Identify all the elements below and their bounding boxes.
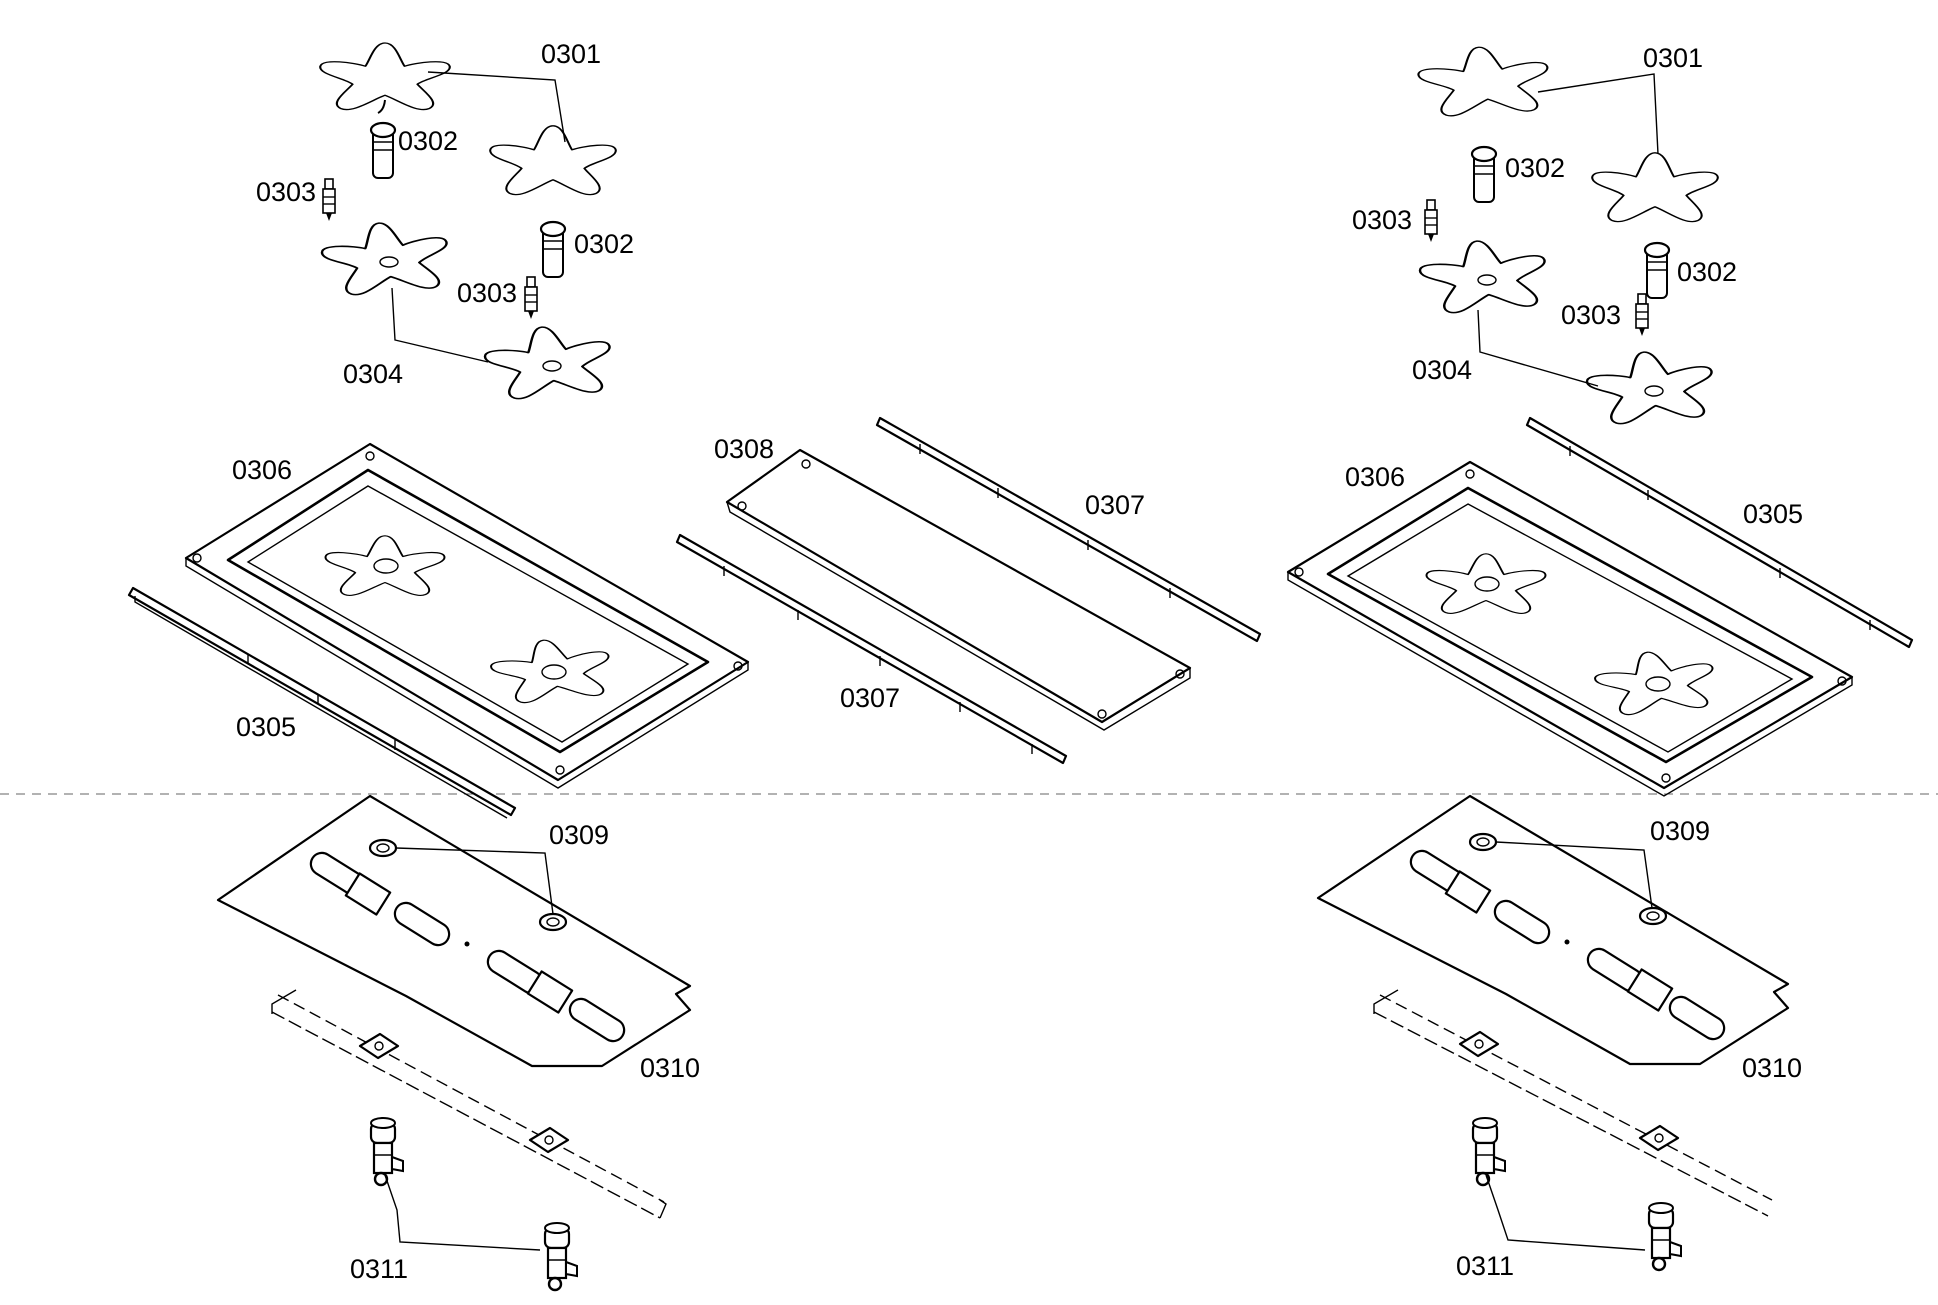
label-0309-right: 0309	[1650, 816, 1710, 846]
label-0303-left-1: 0303	[256, 177, 316, 207]
label-0302-right-2: 0302	[1677, 257, 1737, 287]
middle-assembly	[675, 416, 1262, 765]
label-0307-upper: 0307	[1085, 490, 1145, 520]
left-assembly	[127, 41, 750, 1292]
label-0304-right: 0304	[1412, 355, 1472, 385]
label-0303-right-1: 0303	[1352, 205, 1412, 235]
left-valve-2	[543, 1221, 579, 1292]
left-side-rail	[127, 586, 517, 819]
right-burner-tray	[1286, 460, 1854, 797]
right-injector-1	[1424, 199, 1438, 243]
right-sleeve-1	[1470, 145, 1498, 204]
right-mounting-plate	[1316, 794, 1790, 1066]
part-labels: 0301 0302 0303 0302 0303 0304 0306 0305 …	[232, 39, 1803, 1284]
right-burner-cap-1	[1413, 42, 1556, 119]
middle-rail-lower	[675, 533, 1068, 765]
right-valve-bracket	[1373, 989, 1773, 1217]
label-0306-right: 0306	[1345, 462, 1405, 492]
label-0303-left-2: 0303	[457, 278, 517, 308]
right-valve-1	[1471, 1116, 1507, 1187]
right-side-rail	[1525, 416, 1914, 649]
label-0308: 0308	[714, 434, 774, 464]
left-burner-cap-1	[319, 41, 451, 111]
left-burner-cap-2	[489, 124, 617, 196]
label-0304-left: 0304	[343, 359, 403, 389]
label-0306-left: 0306	[232, 455, 292, 485]
left-burner-tray	[184, 442, 750, 789]
left-grommet-1	[368, 838, 398, 858]
left-injector-1	[322, 178, 336, 222]
right-assembly	[1286, 42, 1914, 1272]
left-valve-1	[369, 1116, 405, 1187]
left-valve-bracket	[271, 989, 667, 1219]
label-0301-left: 0301	[541, 39, 601, 69]
label-0303-right-2: 0303	[1561, 300, 1621, 330]
left-sleeve-1	[369, 121, 397, 180]
middle-rail-upper	[875, 416, 1262, 643]
right-burner-cap-2	[1591, 151, 1719, 223]
label-0309-left: 0309	[549, 820, 609, 850]
label-0302-left-1: 0302	[398, 126, 458, 156]
right-valve-2	[1647, 1201, 1683, 1272]
label-0305-left: 0305	[236, 712, 296, 742]
right-sleeve-2	[1643, 241, 1671, 300]
middle-cover-panel	[725, 448, 1192, 731]
label-0301-right: 0301	[1643, 43, 1703, 73]
label-0310-right: 0310	[1742, 1053, 1802, 1083]
label-0310-left: 0310	[640, 1053, 700, 1083]
label-0302-right-1: 0302	[1505, 153, 1565, 183]
label-0302-left-2: 0302	[574, 229, 634, 259]
label-0311-left: 0311	[350, 1254, 408, 1284]
label-0307-lower: 0307	[840, 683, 900, 713]
left-injector-2	[524, 276, 538, 320]
left-mounting-plate	[216, 794, 692, 1068]
left-grommet-2	[538, 912, 568, 932]
right-grommet-2	[1638, 906, 1668, 926]
right-grommet-1	[1468, 832, 1498, 852]
label-0305-right: 0305	[1743, 499, 1803, 529]
left-sleeve-2	[539, 220, 567, 279]
label-0311-right: 0311	[1456, 1251, 1514, 1281]
right-injector-2	[1635, 293, 1649, 337]
